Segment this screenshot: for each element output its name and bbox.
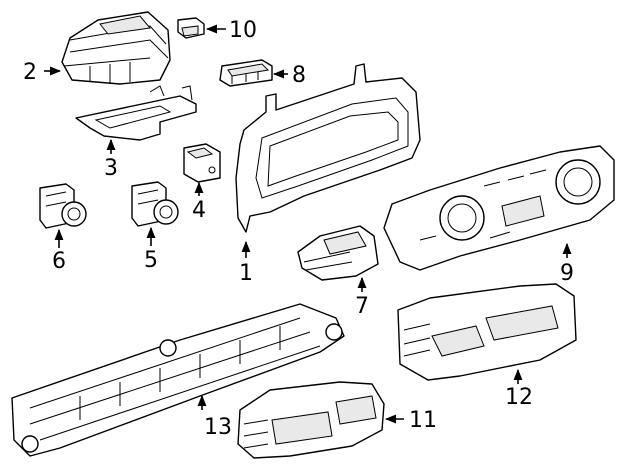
callout-3: 3 <box>104 156 118 181</box>
callout-6: 6 <box>52 249 66 274</box>
leader-lines <box>44 24 572 424</box>
part-12-switch-bank <box>397 283 577 381</box>
part-8-switch <box>219 59 273 87</box>
callout-9: 9 <box>560 261 574 286</box>
callout-8: 8 <box>292 63 306 88</box>
callout-2: 2 <box>23 60 37 85</box>
callout-7: 7 <box>355 294 369 319</box>
callout-labels: 2 10 8 3 4 6 5 1 7 9 12 11 13 <box>23 18 574 440</box>
part-1-cluster-frame <box>235 63 421 233</box>
part-7-shift-switch <box>297 225 379 281</box>
callout-4: 4 <box>192 198 206 223</box>
callout-12: 12 <box>505 385 533 410</box>
callout-1: 1 <box>239 261 253 286</box>
part-11-switch-bank <box>237 381 385 459</box>
part-9-climate-panel <box>383 145 615 271</box>
callout-13: 13 <box>204 415 232 440</box>
part-6-knob-switch <box>39 183 87 229</box>
callout-5: 5 <box>144 248 158 273</box>
callout-10: 10 <box>229 18 257 43</box>
part-4-switch <box>183 143 221 183</box>
part-3-bracket <box>75 85 197 141</box>
part-5-knob-switch <box>131 181 179 227</box>
part-10-connector <box>177 17 205 39</box>
callout-11: 11 <box>409 408 437 433</box>
part-2-module <box>61 11 171 85</box>
part-13-long-bracket <box>11 303 345 457</box>
